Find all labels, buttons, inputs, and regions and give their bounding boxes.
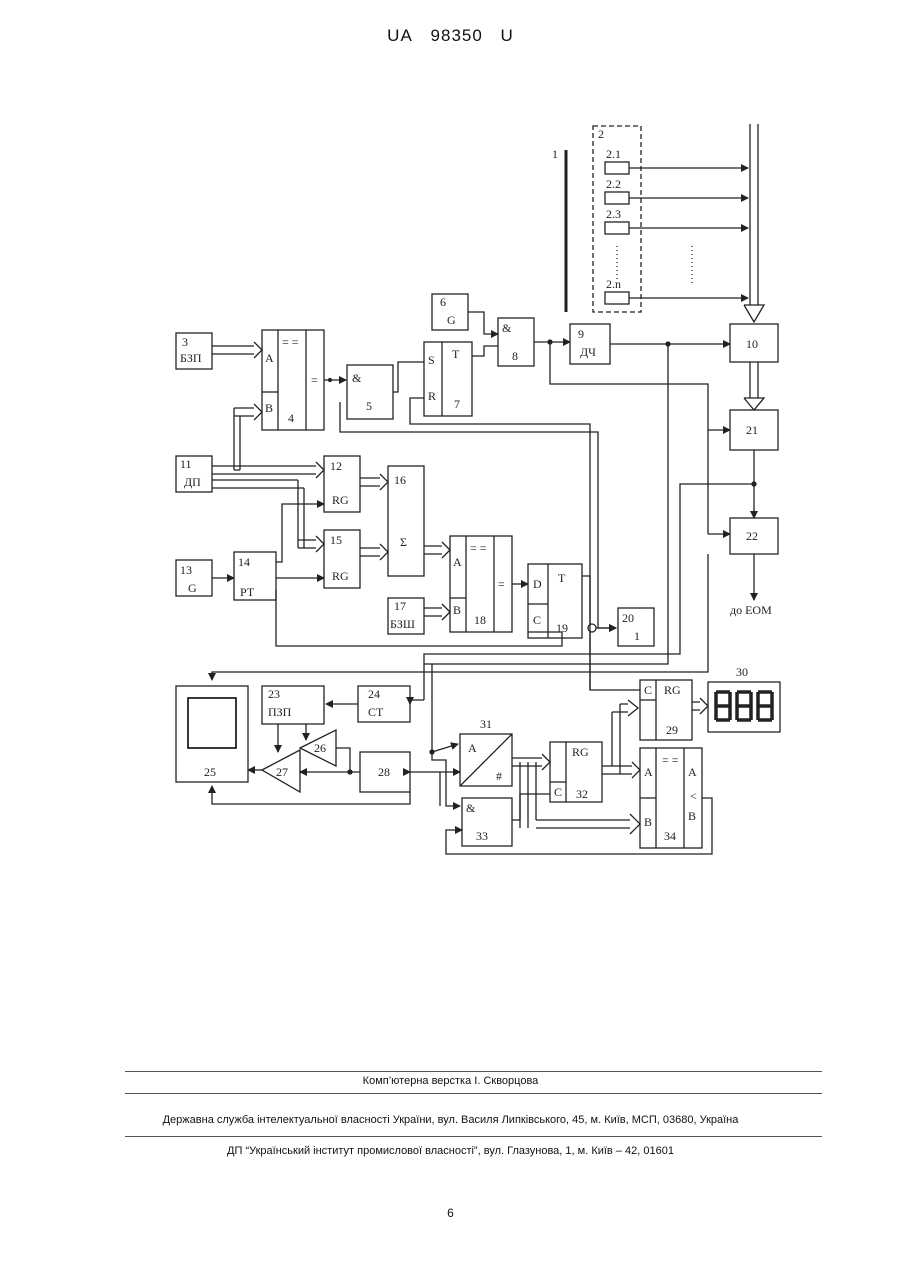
label-2-2: 2.2 [606, 177, 621, 191]
label-19-d: D [533, 577, 542, 591]
label-18-eq: = = [470, 541, 487, 555]
label-34-eq: = = [662, 753, 679, 767]
label-17: БЗШ [390, 617, 415, 631]
label-19-t: T [558, 571, 566, 585]
label-14-num: 14 [238, 555, 250, 569]
label-24-num: 24 [368, 687, 380, 701]
label-1: 1 [552, 147, 558, 161]
label-8-num: 8 [512, 349, 518, 363]
label-12: RG [332, 493, 349, 507]
footer-layout: Комп’ютерна верстка І. Скворцова [0, 1075, 901, 1087]
label-5-num: 5 [366, 399, 372, 413]
label-16: Σ [400, 535, 407, 549]
sensor-2-1 [605, 162, 629, 174]
label-2-3: 2.3 [606, 207, 621, 221]
label-18-num: 18 [474, 613, 486, 627]
label-34-a: A [644, 765, 653, 779]
label-25: 25 [204, 765, 216, 779]
label-30-num: 30 [736, 665, 748, 679]
label-7-s: S [428, 353, 435, 367]
label-31-a: A [468, 741, 477, 755]
footer-rule-2 [125, 1093, 822, 1094]
footer-agency: Державна служба інтелектуальної власност… [0, 1114, 901, 1126]
label-7-t: T [452, 347, 460, 361]
label-24: СТ [368, 705, 384, 719]
label-29-rg: RG [664, 683, 681, 697]
label-13: G [188, 581, 197, 595]
label-28: 28 [378, 765, 390, 779]
label-23-num: 23 [268, 687, 280, 701]
label-15: RG [332, 569, 349, 583]
label-29-num: 29 [666, 723, 678, 737]
label-8-op: & [502, 321, 512, 335]
label-10: 10 [746, 337, 758, 351]
label-31-hash: # [496, 769, 502, 783]
label-31-num: 31 [480, 717, 492, 731]
label-18-a: A [453, 555, 462, 569]
label-to-computer: до ЕОМ [730, 603, 772, 617]
label-4-b: B [265, 401, 273, 415]
label-3: БЗП [180, 351, 202, 365]
label-4-out: = [311, 373, 318, 387]
label-18-out: = [498, 577, 505, 591]
label-7-num: 7 [454, 397, 460, 411]
label-34-num: 34 [664, 829, 676, 843]
label-9-num: 9 [578, 327, 584, 341]
label-3-num: 3 [182, 335, 188, 349]
label-15-num: 15 [330, 533, 342, 547]
label-9: ДЧ [580, 345, 596, 359]
seven-segment-digits [716, 692, 772, 720]
label-32-num: 32 [576, 787, 588, 801]
label-6-num: 6 [440, 295, 446, 309]
label-34-less-sign: < [690, 789, 697, 803]
label-13-num: 13 [180, 563, 192, 577]
label-6: G [447, 313, 456, 327]
label-11-num: 11 [180, 457, 192, 471]
footer-rule-3 [125, 1136, 822, 1137]
label-2-n: 2.n [606, 277, 621, 291]
label-21: 21 [746, 423, 758, 437]
label-18-b: B [453, 603, 461, 617]
label-32-rg: RG [572, 745, 589, 759]
label-20-num: 20 [622, 611, 634, 625]
label-17-num: 17 [394, 599, 406, 613]
label-20: 1 [634, 629, 640, 643]
label-27: 27 [276, 765, 288, 779]
label-16-num: 16 [394, 473, 406, 487]
sensor-2-3 [605, 222, 629, 234]
label-4-num: 4 [288, 411, 294, 425]
label-22: 22 [746, 529, 758, 543]
label-23: ПЗП [268, 705, 292, 719]
label-33-num: 33 [476, 829, 488, 843]
label-26: 26 [314, 741, 326, 755]
footer-institute: ДП “Український інститут промислової вла… [0, 1145, 901, 1157]
label-34-a-less: A [688, 765, 697, 779]
label-19-c: C [533, 613, 541, 627]
label-19-num: 19 [556, 621, 568, 635]
label-29-c: C [644, 683, 652, 697]
label-7-r: R [428, 389, 436, 403]
label-12-num: 12 [330, 459, 342, 473]
label-34-b-less: B [688, 809, 696, 823]
page-number: 6 [0, 1206, 901, 1220]
label-14: РТ [240, 585, 255, 599]
label-4-a: A [265, 351, 274, 365]
label-4-eq: = = [282, 335, 299, 349]
footer-rule-1 [125, 1071, 822, 1072]
label-33-op: & [466, 801, 476, 815]
block-24-counter [358, 686, 410, 722]
label-5-op: & [352, 371, 362, 385]
label-2: 2 [598, 127, 604, 141]
label-32-c: C [554, 785, 562, 799]
label-2-1: 2.1 [606, 147, 621, 161]
label-34-b: B [644, 815, 652, 829]
sensor-2-n [605, 292, 629, 304]
sensor-2-2 [605, 192, 629, 204]
label-11: ДП [184, 475, 201, 489]
